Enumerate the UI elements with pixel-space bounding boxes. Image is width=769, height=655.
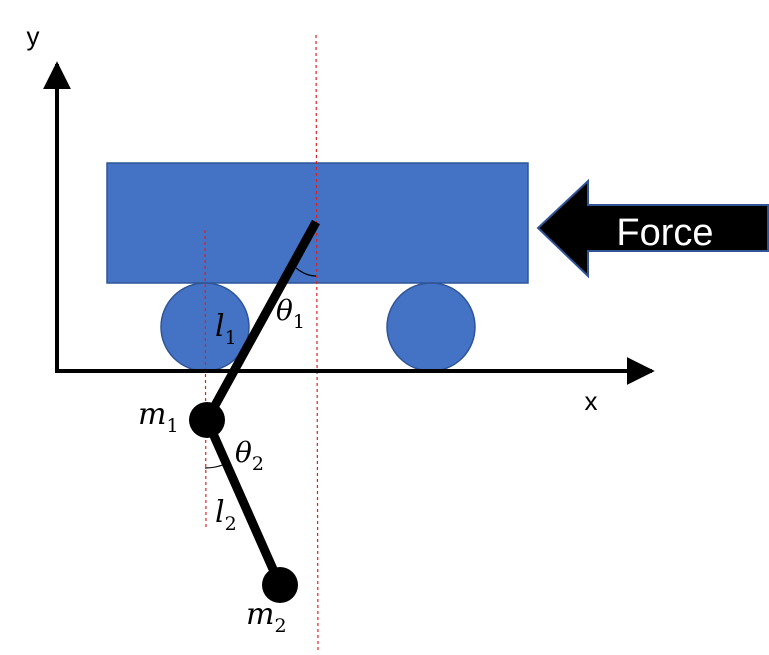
m2-label: m2 xyxy=(246,597,287,637)
vertical-reference-line-pivot xyxy=(315,34,319,651)
theta1-label: θ1 xyxy=(276,294,305,333)
vertical-reference-line-m1 xyxy=(204,229,207,531)
mass-m2 xyxy=(262,567,298,603)
l1-label: l1 xyxy=(215,309,237,349)
y-axis-label: y xyxy=(27,21,40,51)
cart-wheel-right xyxy=(386,282,476,372)
force-arrow xyxy=(536,178,769,279)
force-label: Force xyxy=(616,212,713,254)
mass-m1 xyxy=(189,402,225,438)
theta1-angle-arc xyxy=(295,267,317,277)
theta2-label: θ2 xyxy=(235,436,264,475)
x-axis-label: x xyxy=(585,386,598,416)
rod-l2 xyxy=(202,418,285,587)
rod-l1 xyxy=(203,219,320,423)
m1-label: m1 xyxy=(138,397,179,437)
l2-label: l2 xyxy=(215,495,237,535)
